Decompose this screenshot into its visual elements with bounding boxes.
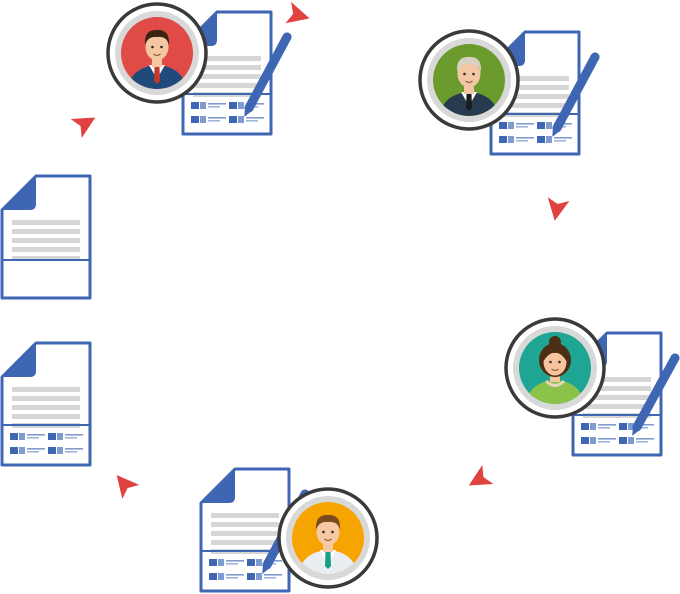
stamp-marks [10, 433, 83, 454]
signer-2-pen-icon [552, 52, 600, 137]
signer-3-pen-icon [632, 353, 680, 436]
signer-3-avatar-icon [504, 317, 606, 419]
stamp-marks [581, 423, 654, 444]
arrows-layer [70, 2, 570, 499]
blank-document-icon [0, 174, 92, 300]
arrow-5-icon [70, 117, 96, 139]
signer-1-pen-icon [244, 32, 292, 117]
signer-4-document-icon [199, 467, 291, 593]
signer-2-avatar-icon [418, 29, 520, 131]
arrow-4-icon [116, 475, 140, 499]
avatars-layer [106, 2, 606, 589]
stamped-document-icon [0, 341, 92, 467]
folded-corner [201, 469, 235, 503]
signer-1-avatar-icon [106, 2, 208, 104]
document-text-lines [12, 220, 80, 261]
arrow-2-icon [547, 197, 570, 221]
signer-4-avatar-icon [277, 487, 379, 589]
arrow-1-icon [285, 2, 310, 24]
folded-corner [2, 343, 36, 377]
folded-corner [2, 176, 36, 210]
stamp-marks [191, 102, 264, 123]
arrow-3-icon [468, 464, 494, 486]
